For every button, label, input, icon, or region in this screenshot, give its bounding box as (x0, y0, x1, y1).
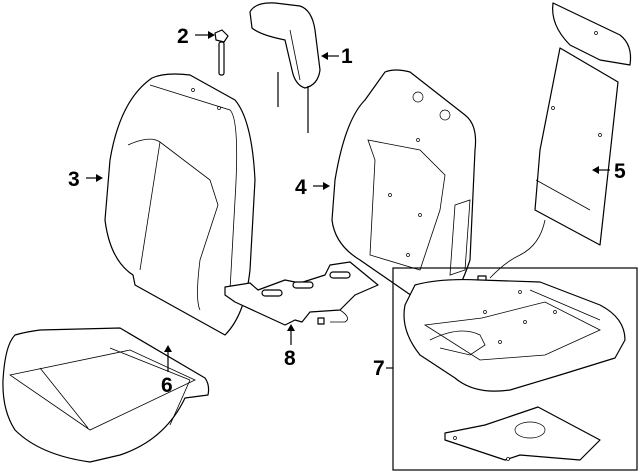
detail-box-7 (392, 267, 638, 471)
seat-cushion-cover-part[interactable] (2, 327, 210, 463)
callout-8: 8 (284, 324, 296, 370)
seat-cushion-pad-part[interactable] (403, 278, 626, 461)
callout-5: 5 (592, 160, 626, 183)
seat-back-cover-part[interactable] (104, 73, 256, 336)
callout-4: 4 (295, 176, 330, 199)
callout-6: 6 (161, 345, 173, 397)
callout-3: 3 (68, 168, 103, 191)
callout-7: 7 (373, 357, 393, 380)
svg-text:6: 6 (161, 374, 173, 397)
back-panel-heater-part[interactable] (477, 2, 632, 283)
seat-back-pad-part[interactable] (331, 69, 477, 306)
callout-1: 1 (321, 45, 353, 68)
svg-text:7: 7 (373, 357, 385, 380)
svg-text:3: 3 (68, 168, 80, 191)
svg-text:5: 5 (614, 160, 626, 183)
svg-text:4: 4 (295, 176, 307, 199)
svg-text:1: 1 (341, 45, 353, 68)
headrest-part[interactable] (249, 2, 321, 133)
svg-text:8: 8 (284, 347, 296, 370)
svg-text:2: 2 (177, 25, 189, 48)
headrest-guide-part[interactable] (214, 29, 229, 76)
cushion-heater-part[interactable] (224, 261, 379, 326)
callout-2: 2 (177, 25, 215, 48)
